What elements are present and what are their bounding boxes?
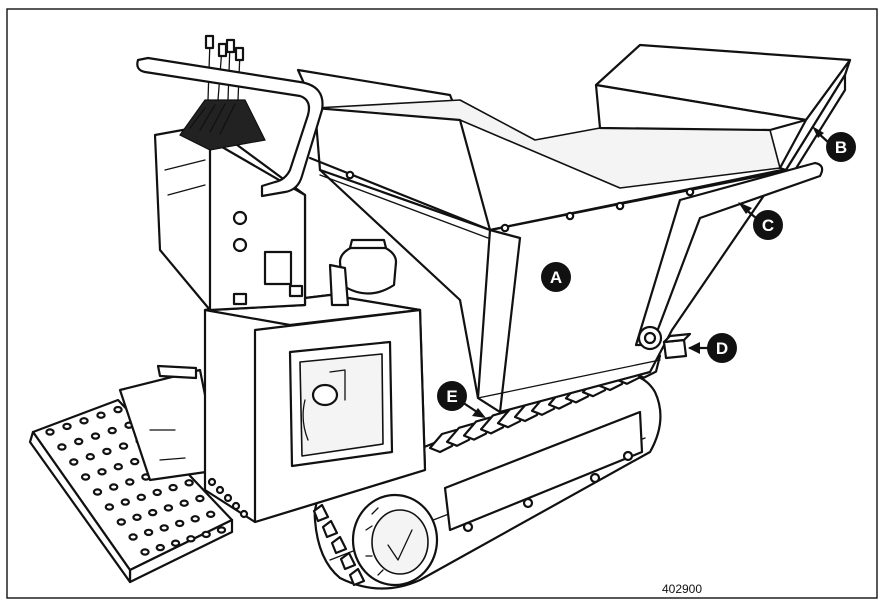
callout-a-label: A: [550, 268, 562, 287]
fuel-cap: [328, 238, 398, 307]
platform-hole: [80, 473, 91, 481]
platform-hole: [113, 405, 123, 414]
skip-front-lip: [594, 43, 852, 180]
operator-platform: [28, 364, 234, 584]
platform-hole: [57, 443, 67, 451]
platform-hole: [62, 422, 72, 431]
handle-bar: [136, 56, 324, 198]
platform-hole: [108, 483, 119, 491]
platform-hole: [118, 442, 129, 450]
platform-hole: [107, 426, 117, 435]
track-lug: [339, 551, 357, 571]
platform-hole: [96, 411, 106, 419]
platform-hole: [216, 526, 227, 534]
platform-hole: [69, 458, 79, 466]
callout-c: C: [738, 202, 783, 240]
platform-hole: [85, 453, 96, 461]
callout-e: E: [437, 381, 486, 418]
platform-hole: [125, 478, 135, 486]
housing-bolt: [215, 485, 225, 495]
skip-latch: [662, 332, 692, 360]
callout-d-label: D: [716, 339, 728, 358]
platform-hole: [143, 528, 154, 537]
platform-hole: [73, 437, 84, 446]
housing-bolt: [239, 509, 249, 519]
platform-hole: [79, 417, 89, 425]
platform-hole: [179, 499, 189, 507]
drive-wheel: [351, 493, 439, 587]
callout-d: D: [688, 333, 737, 363]
platform-hole: [168, 483, 178, 492]
callout-c-label: C: [762, 216, 774, 235]
platform-hole: [140, 548, 150, 556]
platform-hole: [159, 524, 169, 532]
platform-hole: [45, 428, 55, 436]
platform-hole: [147, 508, 158, 517]
platform-hole: [136, 493, 146, 501]
platform-hole: [120, 498, 131, 506]
platform-hole: [113, 463, 124, 471]
platform-hole: [205, 510, 216, 518]
platform-hole: [186, 535, 196, 543]
platform-hole: [152, 488, 162, 497]
track-lug: [312, 503, 330, 523]
platform-hole: [163, 504, 174, 512]
housing-bolt: [231, 501, 241, 511]
tipping-arm: [634, 161, 824, 351]
callout-b-label: B: [835, 138, 847, 157]
platform-hole: [129, 457, 140, 466]
housing-bolt: [223, 493, 233, 503]
track-side-plate: [443, 410, 644, 532]
figure-frame: [6, 8, 878, 599]
platform-hole: [174, 519, 185, 528]
housing-bolt: [207, 477, 217, 487]
callout-e-label: E: [446, 387, 457, 406]
platform-hole: [97, 468, 107, 476]
platform-hole: [128, 533, 138, 541]
platform-hole: [116, 518, 127, 526]
engine-housing: [203, 293, 427, 524]
track-lug: [330, 535, 348, 555]
platform-hole: [184, 479, 194, 487]
crawler-track: [312, 354, 662, 590]
platform-hole: [92, 488, 103, 496]
callout-b: B: [812, 126, 856, 162]
platform-hole: [90, 432, 101, 440]
platform-hole: [104, 503, 115, 511]
platform-hole: [170, 539, 181, 547]
dump-skip: [296, 68, 784, 414]
platform-hole: [195, 494, 205, 503]
track-lug: [321, 519, 339, 539]
platform-hole: [102, 447, 112, 456]
platform-hole: [190, 515, 200, 523]
platform-hole: [155, 543, 165, 552]
figure-id: 402900: [662, 582, 702, 596]
housing-bolts: [207, 477, 249, 519]
platform-hole: [201, 530, 211, 539]
track-lug: [348, 567, 366, 587]
platform-hole: [132, 513, 142, 522]
callout-a: A: [541, 262, 571, 292]
